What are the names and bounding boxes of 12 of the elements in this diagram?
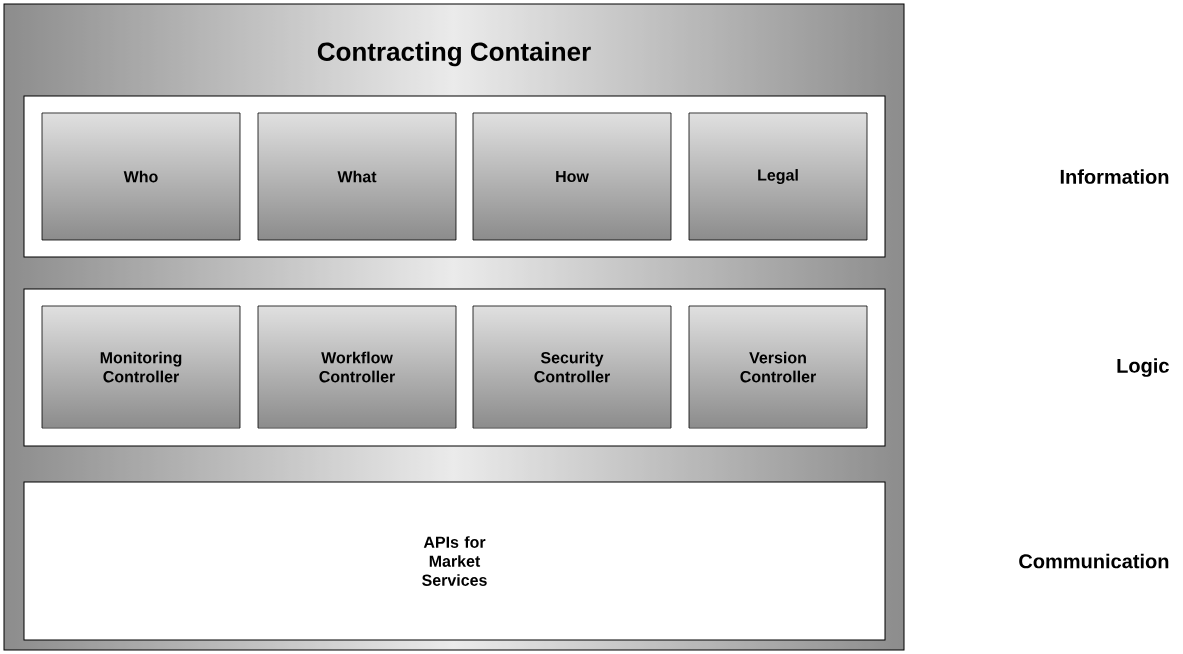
component-box: What: [257, 112, 457, 241]
component-box: Legal: [688, 112, 868, 241]
component-box: Version Controller: [688, 305, 868, 429]
layer-label: Communication: [1019, 553, 1169, 569]
layer-label: Information: [1060, 169, 1169, 184]
component-box: Security Controller: [472, 305, 672, 429]
component-box: How: [472, 112, 672, 241]
layer-label: Logic: [1117, 358, 1169, 377]
component-box: Who: [41, 112, 241, 241]
component-box: Monitoring Controller: [41, 305, 241, 429]
layer-panel: APIs for Market Services: [23, 481, 886, 641]
component-box: Workflow Controller: [257, 305, 457, 429]
